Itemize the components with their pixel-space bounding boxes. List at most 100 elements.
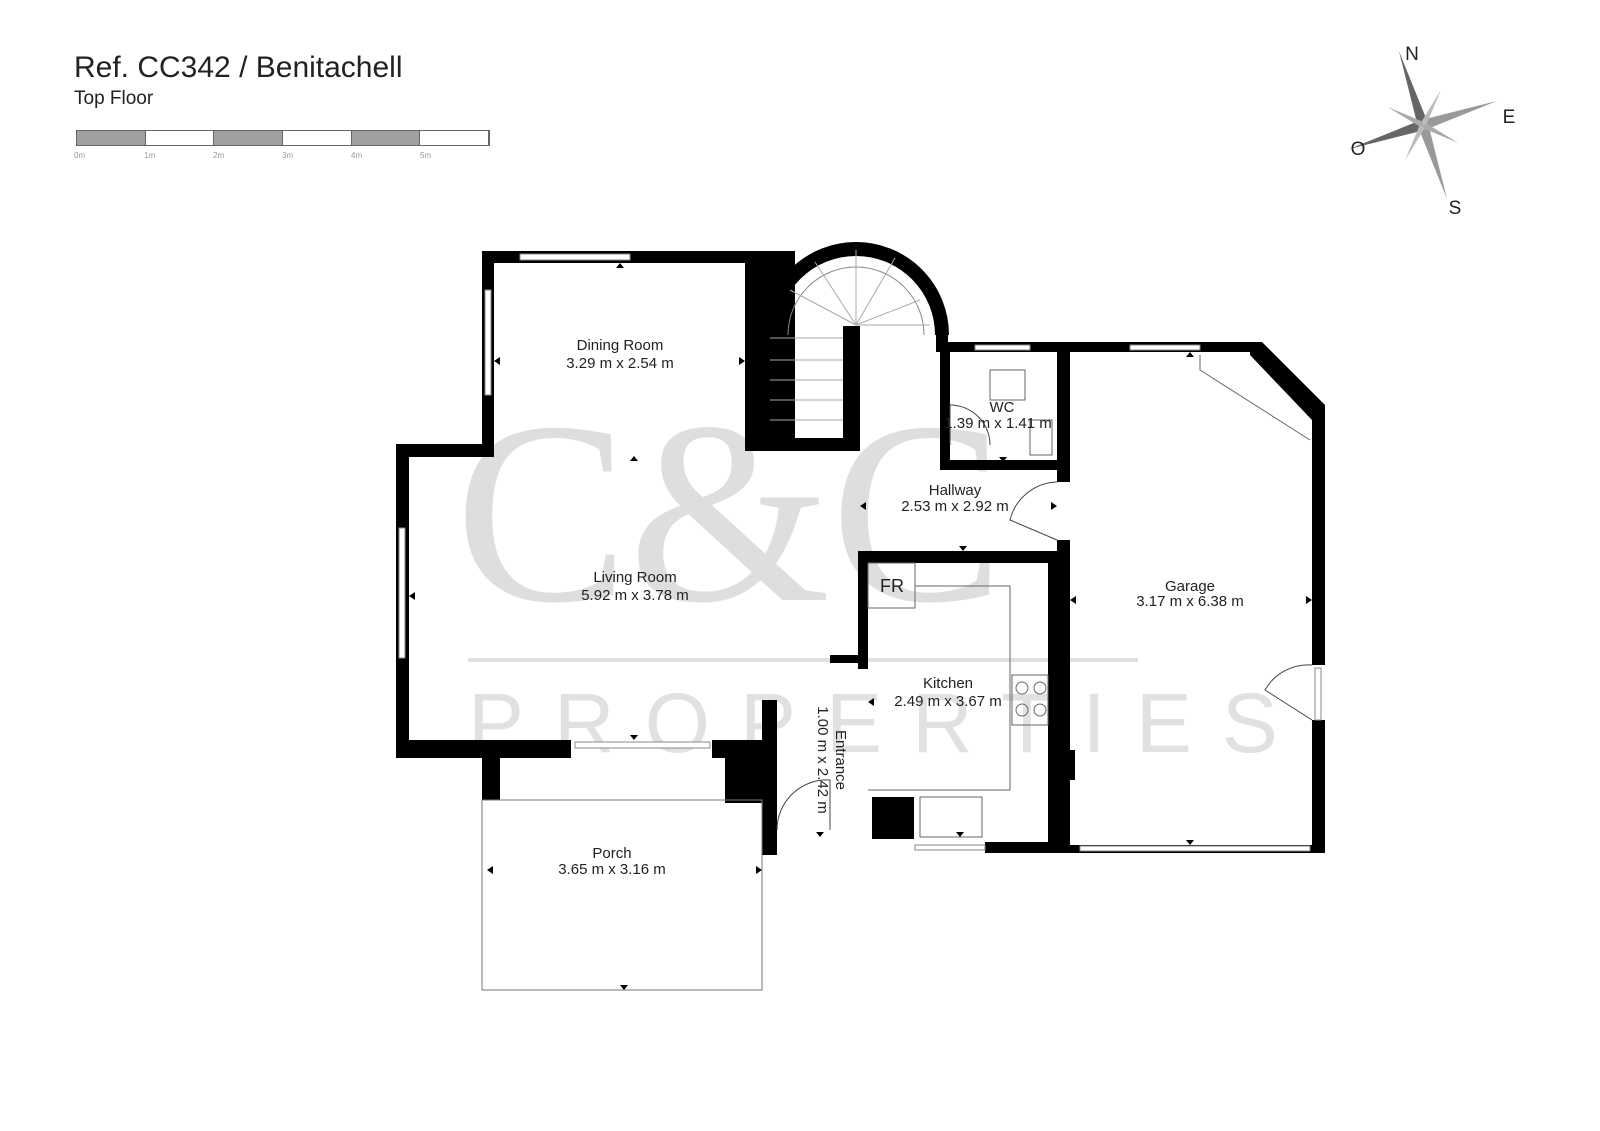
wall xyxy=(1312,720,1325,853)
wall xyxy=(985,842,1060,853)
wall xyxy=(858,551,1058,563)
living-room-name: Living Room xyxy=(593,569,676,586)
garage-name: Garage xyxy=(1165,578,1215,595)
dimension-marker xyxy=(999,457,1007,462)
window xyxy=(1129,344,1201,351)
hallway-name: Hallway xyxy=(929,482,982,499)
wc-toilet xyxy=(1029,419,1053,456)
compass-needle-south xyxy=(1419,125,1448,200)
compass-needle-east xyxy=(1423,100,1498,129)
dimension-marker xyxy=(494,357,500,365)
wall xyxy=(482,251,494,261)
stair-outer-wall xyxy=(763,242,949,336)
door-swing xyxy=(949,404,991,446)
wall xyxy=(482,740,500,800)
dimension-marker xyxy=(816,832,824,837)
appliance xyxy=(872,797,914,839)
dimension-marker xyxy=(409,592,415,600)
doors xyxy=(776,404,1313,831)
compass-needle-north xyxy=(1398,50,1427,125)
scale-label: 2m xyxy=(213,151,225,160)
windows xyxy=(398,253,1322,852)
dimension-marker xyxy=(616,263,624,268)
scale-segment xyxy=(351,131,420,145)
dimension-marker xyxy=(860,502,866,510)
plan-title: Ref. CC342 / Benitachell xyxy=(74,51,403,84)
burner xyxy=(1033,681,1047,695)
scale-segment xyxy=(77,131,145,145)
watermark-rule xyxy=(468,658,1138,662)
spiral-staircase xyxy=(763,242,949,421)
floor-label: Top Floor xyxy=(74,88,154,109)
dimension-marker xyxy=(630,735,638,740)
hallway-size: 2.53 m x 2.92 m xyxy=(901,498,1009,515)
dimension-marker xyxy=(1070,596,1076,604)
entrance-label-group: Entrance 1.00 m x 2.42 m xyxy=(814,706,849,814)
scale-segment xyxy=(419,131,490,145)
dimension-marker xyxy=(1051,502,1057,510)
compass-needle-sw xyxy=(1405,125,1425,161)
window xyxy=(1314,667,1322,721)
wall xyxy=(1250,342,1325,420)
window xyxy=(1079,845,1311,852)
wall xyxy=(936,330,948,352)
stair-step xyxy=(855,257,896,326)
scale-labels: 0m 1m 2m 3m 4m 5m xyxy=(74,151,494,163)
wall xyxy=(940,460,1060,470)
kitchen-fixtures xyxy=(867,355,1311,838)
hob xyxy=(1011,674,1049,726)
scale-bar xyxy=(76,130,490,146)
wall xyxy=(1060,750,1075,780)
dining-room-size: 3.29 m x 2.54 m xyxy=(566,355,674,372)
dimension-marker xyxy=(868,698,874,706)
watermark: C&C PROPERTIES xyxy=(455,369,1278,770)
scale-segment xyxy=(282,131,352,145)
wall xyxy=(1312,410,1325,665)
compass-needle-west xyxy=(1348,121,1423,150)
wall xyxy=(1057,540,1070,853)
living-room-size: 5.92 m x 3.78 m xyxy=(581,587,689,604)
door-swing xyxy=(1264,664,1313,721)
countertop xyxy=(868,585,1011,791)
garage-angled-line xyxy=(1199,355,1311,441)
compass-east-label: E xyxy=(1503,107,1516,128)
window xyxy=(398,527,406,659)
wall xyxy=(830,655,860,663)
scale-label: 5m xyxy=(420,151,432,160)
dimension-marker xyxy=(959,546,967,551)
scale-label: 3m xyxy=(282,151,294,160)
dimension-marker xyxy=(1306,596,1312,604)
door-swing xyxy=(1009,481,1058,541)
wc-size: 1.39 m x 1.41 m xyxy=(944,415,1052,432)
scale-label: 0m xyxy=(74,151,86,160)
stair-step xyxy=(855,299,921,326)
kitchen-name: Kitchen xyxy=(923,675,973,692)
compass-needle-ne xyxy=(1421,89,1441,125)
window xyxy=(974,344,1031,351)
wall xyxy=(745,438,860,451)
room-labels: Dining Room 3.29 m x 2.54 m Living Room … xyxy=(558,337,1244,878)
scale-label: 1m xyxy=(144,151,156,160)
wall xyxy=(725,758,775,803)
compass-north-label: N xyxy=(1405,44,1419,65)
dimension-marker xyxy=(1186,352,1194,357)
porch-outline xyxy=(481,799,763,991)
scale-segment xyxy=(144,131,215,145)
wall xyxy=(940,342,1250,352)
wall xyxy=(1048,551,1058,853)
stair-step xyxy=(789,289,857,326)
wall xyxy=(396,444,494,457)
sink xyxy=(919,796,983,838)
dimension-marker xyxy=(1186,840,1194,845)
compass-west-label: O xyxy=(1351,139,1366,160)
wc-name: WC xyxy=(990,399,1015,416)
dimension-marker xyxy=(739,357,745,365)
dimension-marker xyxy=(756,866,762,874)
burner xyxy=(1015,703,1029,717)
burner xyxy=(1015,681,1029,695)
entrance-name: Entrance xyxy=(832,730,849,790)
compass-needle-nw xyxy=(1387,107,1423,127)
plan-header: Ref. CC342 / Benitachell Top Floor xyxy=(74,50,403,110)
porch-name: Porch xyxy=(592,845,631,862)
